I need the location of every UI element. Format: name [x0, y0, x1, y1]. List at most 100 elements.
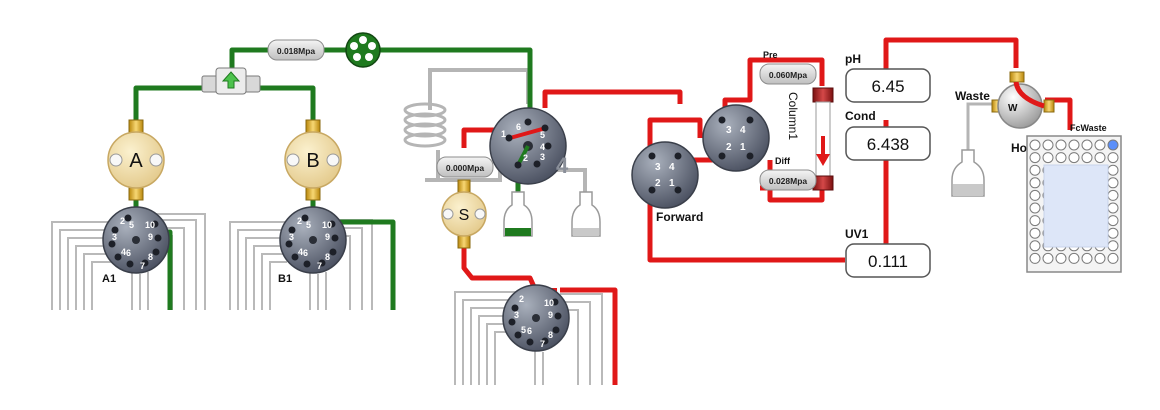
diff-pressure-gauge[interactable] — [759, 169, 817, 191]
sample-loop-coil — [403, 102, 447, 148]
fraction-well[interactable] — [1081, 139, 1093, 151]
fraction-well[interactable] — [1029, 139, 1041, 151]
svg-text:5: 5 — [306, 220, 311, 230]
svg-text:2: 2 — [120, 216, 125, 226]
svg-text:6: 6 — [516, 122, 521, 132]
diff-pressure-value: 0.028Mpa — [769, 176, 808, 186]
system-pressure-gauge[interactable]: 0.018Mpa — [267, 39, 325, 61]
fraction-well[interactable] — [1068, 139, 1080, 151]
fraction-well[interactable] — [1042, 252, 1054, 264]
column-label: Column1 — [786, 92, 800, 140]
pre-pressure-value: 0.060Mpa — [769, 70, 808, 80]
svg-text:4: 4 — [298, 247, 303, 257]
svg-text:8: 8 — [548, 330, 553, 340]
inlet-valve-a1-label: A1 — [102, 273, 116, 285]
pre-pressure-gauge[interactable] — [759, 63, 817, 85]
fraction-well[interactable] — [1107, 240, 1119, 252]
ph-monitor: pH 6.45 — [845, 52, 931, 103]
svg-text:3: 3 — [540, 152, 545, 162]
column[interactable]: Pre 0.060Mpa Column1 Diff 0.028Mpa — [759, 50, 834, 191]
fraction-well[interactable] — [1094, 252, 1106, 264]
fraction-well[interactable] — [1055, 152, 1067, 164]
uv-label: UV1 — [845, 227, 869, 241]
injection-valve[interactable]: 1 2 3 4 5 6 4 — [489, 107, 569, 185]
fraction-collector[interactable]: FcWaste — [1026, 123, 1122, 273]
fraction-well[interactable] — [1029, 177, 1041, 189]
svg-text:9: 9 — [548, 310, 553, 320]
svg-text:1: 1 — [740, 142, 746, 153]
waste-label: Waste — [955, 89, 990, 103]
fraction-well[interactable] — [1081, 152, 1093, 164]
fraction-well-active[interactable] — [1107, 139, 1119, 151]
fraction-well[interactable] — [1029, 189, 1041, 201]
svg-text:3: 3 — [514, 310, 519, 320]
uv-value: 0.111 — [868, 252, 908, 271]
fraction-well[interactable] — [1107, 177, 1119, 189]
svg-text:9: 9 — [148, 232, 153, 242]
fraction-well[interactable] — [1094, 139, 1106, 151]
column-valve[interactable]: 3 4 2 1 Forward — [631, 141, 703, 224]
fraction-well[interactable] — [1107, 164, 1119, 176]
pump-s[interactable]: S — [441, 179, 487, 249]
svg-text:6: 6 — [303, 248, 308, 258]
fraction-well[interactable] — [1029, 152, 1041, 164]
waste-bottle — [951, 149, 985, 197]
svg-text:2: 2 — [523, 153, 528, 163]
fraction-well[interactable] — [1068, 252, 1080, 264]
check-valve[interactable] — [201, 67, 261, 95]
fc-waste-label: FcWaste — [1070, 123, 1107, 133]
cond-value: 6.438 — [867, 135, 910, 154]
fraction-well[interactable] — [1107, 227, 1119, 239]
svg-text:1: 1 — [501, 129, 506, 139]
fraction-well[interactable] — [1055, 139, 1067, 151]
svg-text:2: 2 — [655, 178, 661, 189]
pump-b[interactable]: B — [284, 119, 342, 201]
fraction-well[interactable] — [1081, 252, 1093, 264]
fraction-well[interactable] — [1055, 252, 1067, 264]
fraction-well[interactable] — [1029, 202, 1041, 214]
fraction-well[interactable] — [1107, 189, 1119, 201]
sample-pressure-value: 0.000Mpa — [446, 163, 485, 173]
pump-b-label: B — [306, 150, 319, 172]
fraction-well[interactable] — [1029, 240, 1041, 252]
inlet-valve-a1[interactable]: 2 3 4 6 7 8 9 10 5 A1 — [102, 206, 170, 285]
svg-text:10: 10 — [322, 220, 332, 230]
fraction-well[interactable] — [1029, 164, 1041, 176]
column-direction-valve[interactable]: 3 4 2 1 — [702, 104, 770, 172]
fraction-well[interactable] — [1107, 152, 1119, 164]
sample-inlet-valve[interactable]: 2 3 5 6 7 8 9 10 — [502, 284, 570, 352]
injection-valve-position: 4 — [556, 153, 569, 178]
svg-text:3: 3 — [112, 232, 117, 242]
fraction-well[interactable] — [1029, 215, 1041, 227]
fraction-well[interactable] — [1068, 152, 1080, 164]
system-pressure-value: 0.018Mpa — [277, 46, 316, 56]
svg-text:4: 4 — [740, 125, 746, 136]
diff-label: Diff — [775, 156, 791, 166]
svg-text:10: 10 — [145, 220, 155, 230]
sample-bottle-green — [503, 191, 533, 237]
fraction-well[interactable] — [1094, 152, 1106, 164]
svg-text:7: 7 — [140, 261, 145, 271]
fraction-well[interactable] — [1042, 152, 1054, 164]
outlet-valve[interactable]: Waste W Home — [955, 71, 1055, 155]
fraction-well[interactable] — [1029, 252, 1041, 264]
waste-bottle-gray — [571, 191, 601, 237]
sample-pressure-gauge[interactable]: 0.000Mpa — [436, 156, 494, 178]
fraction-well[interactable] — [1107, 215, 1119, 227]
outlet-valve-letter: W — [1008, 103, 1018, 114]
svg-text:4: 4 — [540, 142, 545, 152]
fraction-well[interactable] — [1029, 227, 1041, 239]
fraction-well[interactable] — [1107, 202, 1119, 214]
svg-text:1: 1 — [669, 178, 675, 189]
fraction-well[interactable] — [1042, 139, 1054, 151]
fraction-well[interactable] — [1107, 252, 1119, 264]
inlet-valve-b1[interactable]: 2 3 4 6 7 8 9 10 5 B1 — [278, 206, 347, 285]
inlet-valve-b1-label: B1 — [278, 273, 292, 285]
svg-text:5: 5 — [540, 130, 545, 140]
pump-a[interactable]: A — [107, 119, 165, 201]
mixer-icon[interactable] — [345, 32, 381, 68]
svg-text:8: 8 — [325, 252, 330, 262]
svg-text:2: 2 — [519, 294, 524, 304]
up-arrow-icon — [221, 71, 241, 89]
svg-text:3: 3 — [289, 232, 294, 242]
